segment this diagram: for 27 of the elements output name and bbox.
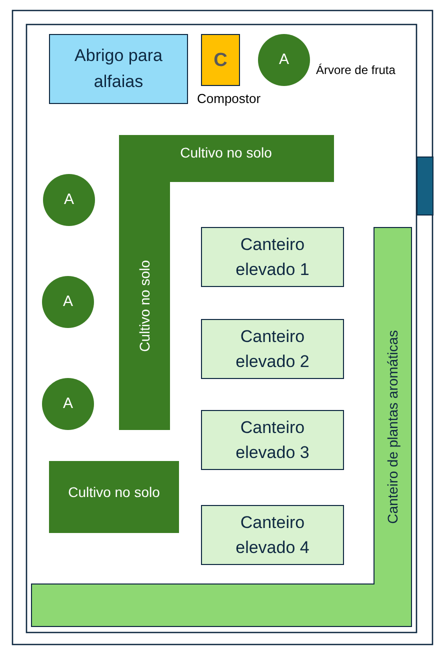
tree-label: A <box>64 191 74 209</box>
bed-label: Canteiro de plantas aromáticas <box>384 330 402 524</box>
tree-label: A <box>278 51 289 69</box>
raised-bed <box>201 319 344 379</box>
bed-label: Cultivo no solo <box>180 144 272 162</box>
raised-bed <box>201 227 344 287</box>
tree-circle <box>258 34 310 86</box>
tree-circle <box>42 378 94 430</box>
bed-label: Canteiro elevado 1 <box>234 234 310 281</box>
bed-label: Cultivo no solo <box>136 260 153 352</box>
bed-label: Canteiro elevado 2 <box>234 326 310 373</box>
shed-box <box>49 34 188 104</box>
tree-circle <box>42 276 94 328</box>
shed-label: Abrigo para alfaias <box>74 45 164 93</box>
tree-circle <box>43 174 95 226</box>
tree-caption: Árvore de fruta <box>316 63 396 77</box>
bed-label: Canteiro elevado 4 <box>234 512 310 559</box>
tree-label: A <box>62 395 73 413</box>
compost-label: C <box>214 48 228 72</box>
tree-label: A <box>62 293 73 311</box>
ground-bed <box>49 461 179 533</box>
raised-bed <box>201 410 344 470</box>
bed-label: Cultivo no solo <box>68 484 160 500</box>
compost-bin <box>201 34 240 86</box>
compost-caption: Compostor <box>197 91 261 106</box>
bed-label: Canteiro elevado 3 <box>234 417 310 464</box>
raised-bed <box>201 505 344 565</box>
